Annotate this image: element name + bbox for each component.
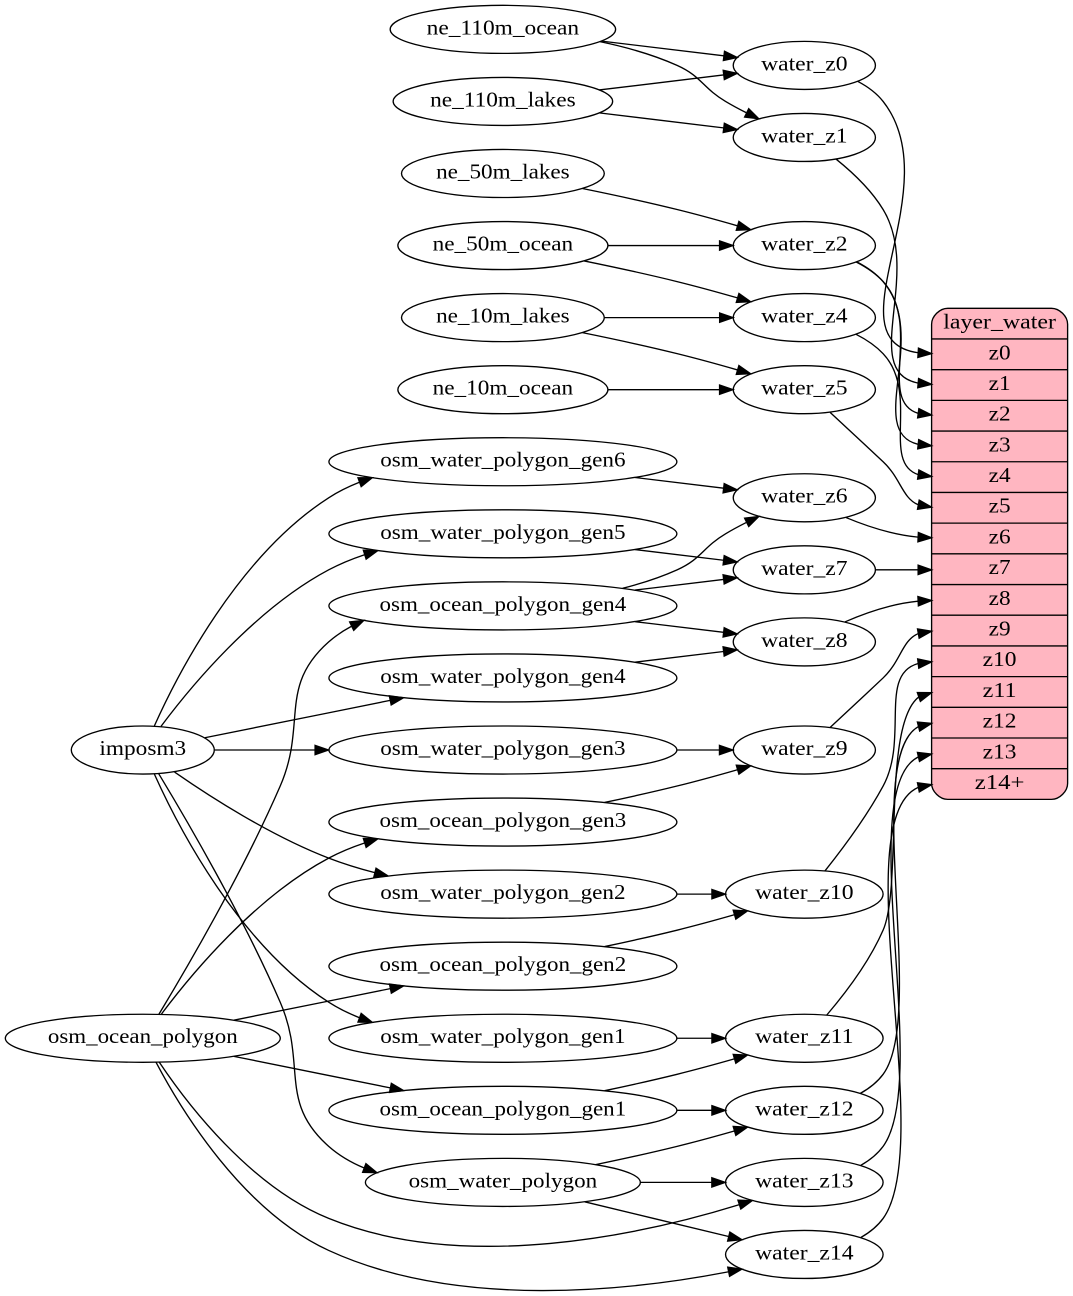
svg-text:ne_110m_lakes: ne_110m_lakes — [430, 87, 576, 111]
svg-text:osm_water_polygon: osm_water_polygon — [409, 1168, 598, 1192]
svg-text:z0: z0 — [989, 340, 1011, 364]
svg-text:z11: z11 — [983, 678, 1017, 702]
svg-text:water_z2: water_z2 — [761, 232, 847, 256]
svg-text:water_z4: water_z4 — [761, 304, 848, 328]
svg-text:water_z6: water_z6 — [761, 484, 847, 508]
svg-text:osm_water_polygon_gen3: osm_water_polygon_gen3 — [380, 736, 625, 760]
svg-text:osm_ocean_polygon_gen1: osm_ocean_polygon_gen1 — [380, 1096, 627, 1120]
svg-text:water_z13: water_z13 — [755, 1168, 853, 1192]
svg-text:z13: z13 — [983, 739, 1017, 763]
svg-text:z6: z6 — [989, 525, 1011, 549]
svg-text:water_z14: water_z14 — [755, 1240, 854, 1264]
svg-text:osm_ocean_polygon_gen3: osm_ocean_polygon_gen3 — [380, 808, 627, 832]
svg-text:osm_ocean_polygon_gen4: osm_ocean_polygon_gen4 — [380, 592, 627, 616]
svg-text:water_z12: water_z12 — [755, 1096, 853, 1120]
svg-text:ne_10m_ocean: ne_10m_ocean — [433, 376, 574, 400]
svg-text:water_z5: water_z5 — [761, 376, 847, 400]
svg-text:z9: z9 — [989, 617, 1011, 641]
svg-text:z1: z1 — [989, 371, 1011, 395]
svg-text:layer_water: layer_water — [943, 310, 1056, 334]
svg-text:water_z11: water_z11 — [755, 1024, 853, 1048]
svg-text:z14+: z14+ — [975, 770, 1025, 794]
svg-text:z10: z10 — [983, 647, 1017, 671]
svg-text:water_z10: water_z10 — [755, 880, 853, 904]
svg-text:imposm3: imposm3 — [99, 736, 186, 760]
svg-text:z7: z7 — [989, 555, 1011, 579]
svg-text:osm_water_polygon_gen1: osm_water_polygon_gen1 — [380, 1024, 625, 1048]
svg-text:ne_50m_ocean: ne_50m_ocean — [433, 232, 574, 256]
svg-text:water_z9: water_z9 — [761, 736, 847, 760]
svg-text:osm_water_polygon_gen4: osm_water_polygon_gen4 — [380, 664, 626, 688]
svg-text:ne_50m_lakes: ne_50m_lakes — [436, 160, 570, 184]
svg-text:osm_ocean_polygon_gen2: osm_ocean_polygon_gen2 — [380, 952, 627, 976]
svg-text:z5: z5 — [989, 494, 1011, 518]
svg-text:osm_water_polygon_gen2: osm_water_polygon_gen2 — [380, 880, 625, 904]
svg-text:ne_10m_lakes: ne_10m_lakes — [436, 304, 570, 328]
svg-text:water_z8: water_z8 — [761, 628, 847, 652]
svg-text:osm_ocean_polygon: osm_ocean_polygon — [48, 1024, 238, 1048]
svg-text:water_z0: water_z0 — [761, 51, 847, 75]
svg-text:water_z7: water_z7 — [761, 556, 847, 580]
svg-text:z2: z2 — [989, 402, 1011, 426]
svg-text:ne_110m_ocean: ne_110m_ocean — [427, 15, 580, 39]
svg-text:z8: z8 — [989, 586, 1011, 610]
svg-text:z3: z3 — [989, 432, 1011, 456]
svg-text:water_z1: water_z1 — [761, 123, 847, 147]
svg-text:z4: z4 — [989, 463, 1011, 487]
svg-text:osm_water_polygon_gen5: osm_water_polygon_gen5 — [380, 520, 625, 544]
svg-text:z12: z12 — [983, 709, 1017, 733]
svg-text:osm_water_polygon_gen6: osm_water_polygon_gen6 — [380, 448, 625, 472]
